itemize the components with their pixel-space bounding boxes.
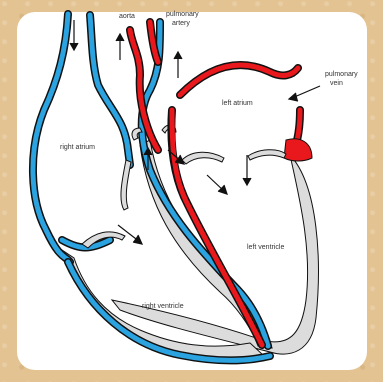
label-right-ventricle: right ventricle [142, 303, 184, 310]
label-pulmonary-artery-2: artery [172, 20, 190, 27]
mitral-valve-right [248, 150, 286, 160]
superior-vena-cava [90, 15, 130, 165]
label-left-atrium: left atrium [222, 100, 253, 107]
label-left-ventricle: left ventricle [247, 244, 284, 251]
mitral-junction [284, 139, 312, 161]
label-pulmonary-vein-2: vein [330, 80, 343, 87]
valve-flap-right [121, 160, 131, 210]
label-aorta: aorta [119, 13, 135, 20]
mitral-valve-left [182, 152, 224, 164]
label-pulmonary-vein-1: pulmonary [325, 71, 358, 78]
label-pulmonary-artery-1: pulmonary [166, 11, 199, 18]
pulmonary-artery-trunk [142, 22, 268, 346]
label-right-atrium: right atrium [60, 144, 95, 151]
